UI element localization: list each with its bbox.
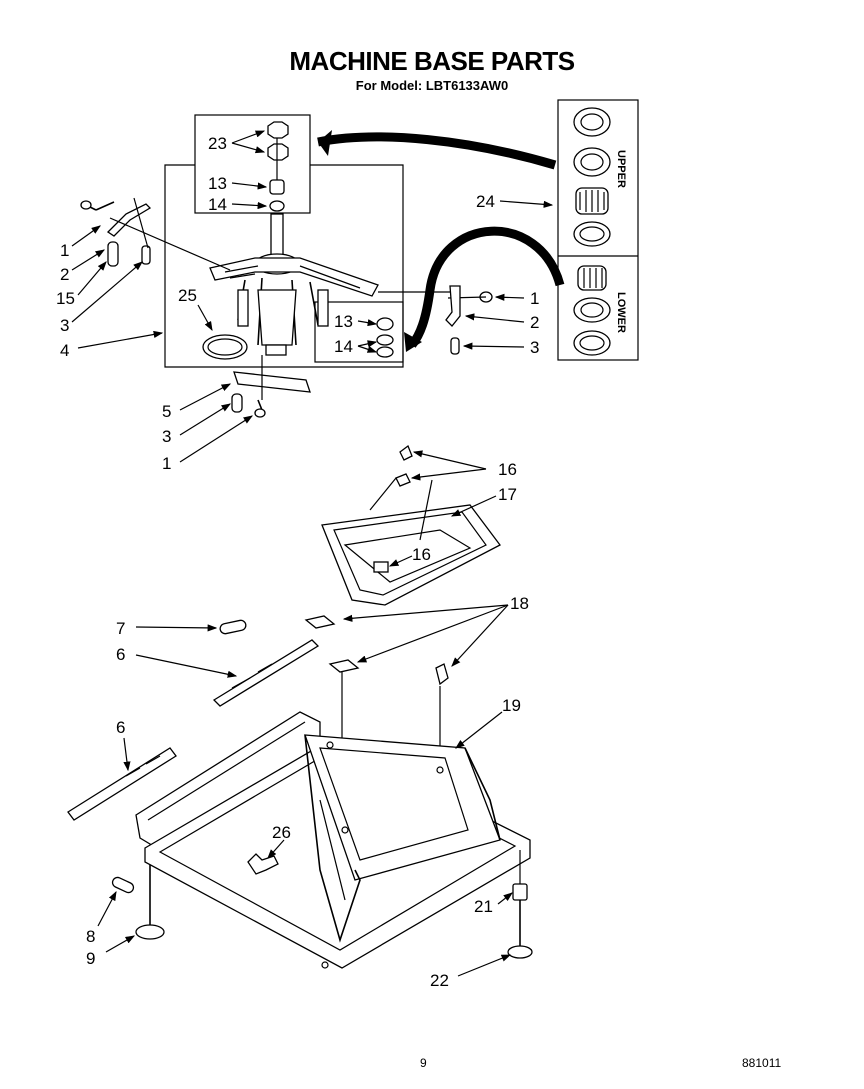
part-21-nut — [512, 883, 528, 901]
part-3-clip-right — [450, 337, 460, 355]
callout-16-frame: 16 — [412, 545, 431, 564]
part-13-inset — [376, 317, 394, 331]
arrow-lower-bearings — [408, 226, 565, 348]
part-23-upper-nut — [267, 121, 289, 139]
callout-3-right: 3 — [530, 338, 539, 357]
part-3-clip-left — [141, 245, 151, 265]
part-18-mount-a — [304, 615, 336, 629]
mount-parts — [67, 615, 449, 821]
assembly-outline-box — [164, 164, 404, 368]
callout-14-inset: 14 — [334, 337, 353, 356]
part-22-foot — [507, 945, 533, 959]
callout-14-top: 14 — [208, 195, 227, 214]
part-1-bolt-left — [87, 201, 115, 211]
part-16-clip-b — [395, 473, 411, 487]
callout-25: 25 — [178, 286, 197, 305]
lower-seal — [573, 330, 611, 356]
part-13-bushing — [269, 179, 285, 195]
part-3-clip-bottom — [231, 393, 243, 413]
part-6-upper-rail — [212, 639, 320, 707]
callout-5: 5 — [162, 402, 171, 421]
part-16-clip-a — [399, 444, 413, 461]
part-14-inset-b — [376, 346, 394, 358]
part-9-foot — [135, 924, 165, 940]
callout-6-lower: 6 — [116, 718, 125, 737]
callout-16-top: 16 — [498, 460, 517, 479]
callout-26: 26 — [272, 823, 291, 842]
callout-3-bottom: 3 — [162, 427, 171, 446]
callout-8: 8 — [86, 927, 95, 946]
upper-seal — [573, 221, 611, 247]
part-14-washer — [269, 200, 285, 212]
part-23-lower-nut — [267, 143, 289, 161]
part-14-inset-a — [376, 334, 394, 346]
callout-2-right: 2 — [530, 313, 539, 332]
lower-inset-box — [314, 301, 404, 363]
callout-23: 23 — [208, 134, 227, 153]
upper-inset-box — [194, 114, 311, 214]
callout-21: 21 — [474, 897, 493, 916]
tub-support-frame — [321, 444, 501, 606]
lower-bearing — [573, 297, 611, 323]
callout-7: 7 — [116, 619, 125, 638]
leader-lines — [71, 130, 554, 977]
arrow-upper-bearings — [317, 132, 557, 170]
callout-9: 9 — [86, 949, 95, 968]
document-code: 881011 — [742, 1056, 782, 1070]
callout-1-left: 1 — [60, 241, 69, 260]
part-5-strap — [233, 371, 311, 393]
callout-24: 24 — [476, 192, 495, 211]
model-subtitle: For Model: LBT6133AW0 — [355, 78, 509, 93]
upper-bearing-2 — [573, 147, 611, 177]
part-18-mount-c — [435, 663, 449, 686]
callout-6-upper: 6 — [116, 645, 125, 664]
callout-labels: 23 13 14 24 1 2 15 3 25 4 13 14 1 2 3 5 … — [56, 134, 627, 990]
machine-base — [111, 711, 533, 969]
callout-13-top: 13 — [208, 174, 227, 193]
upper-label: UPPER — [615, 150, 627, 188]
transmission-body — [257, 289, 297, 346]
upper-bearing-1 — [573, 107, 611, 137]
callout-22: 22 — [430, 971, 449, 990]
callout-3-left: 3 — [60, 316, 69, 335]
part-2-bracket-right — [445, 285, 461, 327]
part-15-spring — [107, 241, 119, 267]
part-8-plug — [111, 876, 135, 894]
part-7-pad — [219, 619, 247, 635]
part-17-frame — [321, 504, 501, 606]
agitator-shaft — [270, 213, 284, 261]
page-title: MACHINE BASE PARTS — [289, 46, 575, 76]
transmission-assembly — [80, 114, 565, 418]
part-2-bracket-left — [106, 203, 152, 237]
callout-1-bottom: 1 — [162, 454, 171, 473]
part-16-clip-c — [373, 561, 389, 573]
callout-13-inset: 13 — [334, 312, 353, 331]
part-26-clip — [247, 853, 279, 875]
page-number: 9 — [420, 1056, 427, 1070]
part-1-bolt-bottom — [254, 408, 266, 418]
lower-gear — [577, 265, 607, 291]
callout-18: 18 — [510, 594, 529, 613]
callout-2-left: 2 — [60, 265, 69, 284]
bearing-panel — [557, 99, 639, 361]
part-18-mount-b — [328, 659, 360, 673]
lower-label: LOWER — [615, 292, 627, 333]
callout-17: 17 — [498, 485, 517, 504]
callout-4: 4 — [60, 341, 69, 360]
callout-15: 15 — [56, 289, 75, 308]
bearing-panel-frame — [557, 99, 639, 361]
part-6-lower-rail — [67, 747, 177, 821]
callout-19: 19 — [502, 696, 521, 715]
callout-1-right: 1 — [530, 289, 539, 308]
